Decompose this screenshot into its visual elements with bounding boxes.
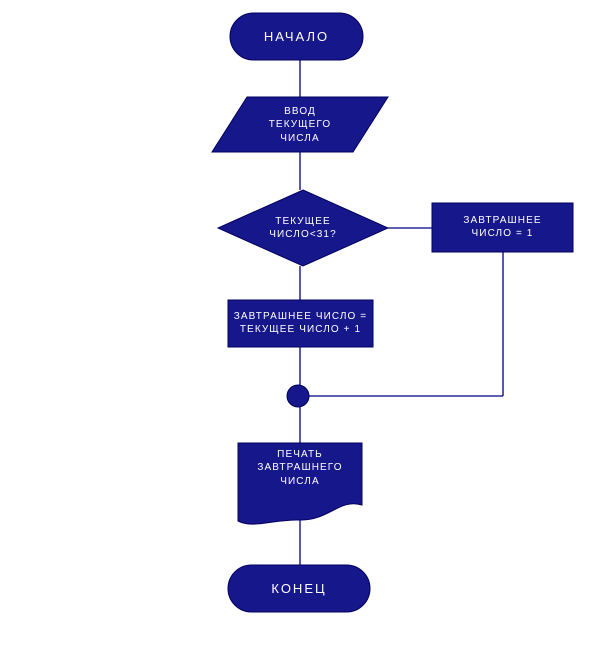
start-terminator-shape (229, 12, 364, 61)
assign-inc-process-shape (227, 299, 374, 348)
print-document-shape (237, 442, 363, 525)
junction-connector-dot (286, 384, 310, 408)
end-terminator-shape (227, 564, 371, 613)
input-parallelogram-shape (211, 96, 389, 153)
assign-one-process-shape (431, 202, 574, 253)
decision-diamond-shape (216, 189, 390, 267)
